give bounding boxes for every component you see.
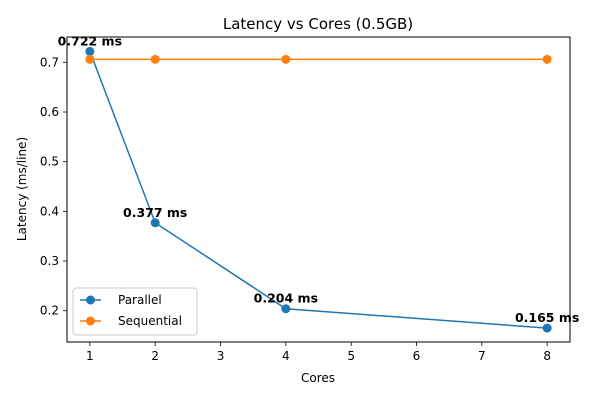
y-axis-label: Latency (ms/line) [15, 137, 29, 241]
legend: Parallel Sequential [72, 287, 198, 336]
data-point-parallel [542, 323, 552, 333]
legend-box [72, 287, 198, 336]
x-tick-label: 7 [478, 349, 486, 363]
y-axis: 0.2 0.3 0.4 0.5 0.6 0.7 [40, 55, 67, 318]
data-label-parallel: 0.722 ms [58, 33, 122, 48]
x-tick-label: 5 [347, 349, 355, 363]
series-layer [85, 46, 552, 333]
x-axis-label: Cores [301, 371, 335, 385]
y-tick-label: 0.4 [40, 204, 59, 218]
x-tick-label: 4 [282, 349, 290, 363]
y-tick-label: 0.5 [40, 155, 59, 169]
data-point-parallel [281, 304, 291, 314]
data-point-sequential [281, 54, 291, 64]
legend-marker-sequential [86, 316, 95, 326]
y-tick-label: 0.3 [40, 254, 59, 268]
series-line-parallel [89, 51, 548, 329]
x-axis: 1 2 3 4 5 6 7 8 [86, 342, 551, 363]
data-point-parallel [85, 46, 95, 56]
x-tick-label: 3 [217, 349, 225, 363]
plot-frame [66, 36, 571, 343]
legend-label-sequential: Sequential [118, 314, 182, 328]
data-label-parallel: 0.204 ms [254, 291, 318, 306]
plot-area: 1 2 3 4 5 6 7 8 0.2 0.3 0.4 0.5 0.6 0.7 0.722 ms 0.37… [40, 33, 579, 363]
y-tick-label: 0.6 [40, 105, 59, 119]
x-tick-label: 1 [86, 349, 94, 363]
data-point-sequential [150, 54, 160, 64]
x-tick-label: 8 [543, 349, 551, 363]
data-point-sequential [85, 54, 95, 64]
data-point-parallel [150, 218, 160, 228]
chart-title: Latency vs Cores (0.5GB) [223, 15, 413, 33]
y-tick-label: 0.7 [40, 55, 59, 69]
data-labels: 0.722 ms 0.377 ms 0.204 ms 0.165 ms [58, 33, 580, 325]
data-label-parallel: 0.377 ms [123, 205, 187, 220]
x-tick-label: 6 [413, 349, 421, 363]
y-tick-label: 0.2 [40, 304, 59, 318]
x-tick-label: 2 [151, 349, 159, 363]
legend-label-parallel: Parallel [118, 293, 162, 307]
legend-marker-parallel [86, 295, 95, 305]
data-point-sequential [542, 54, 552, 64]
data-label-parallel: 0.165 ms [515, 310, 579, 325]
